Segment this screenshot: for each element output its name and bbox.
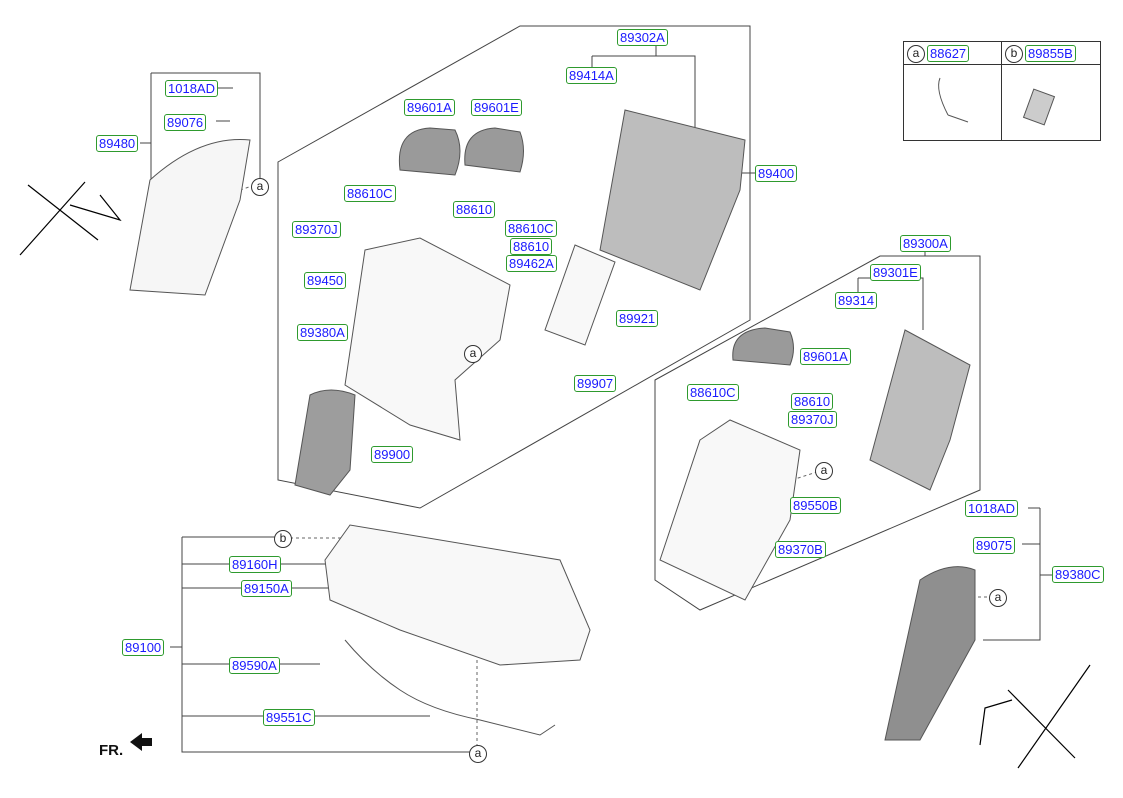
part-label[interactable]: 89921: [616, 310, 659, 327]
legend-key-b: b: [1005, 45, 1023, 63]
part-label[interactable]: 89414A: [566, 67, 617, 84]
right-backrest-group-frame: [654, 255, 981, 611]
callout-a: a: [815, 462, 833, 480]
part-label[interactable]: 89150A: [241, 580, 292, 597]
legend-table: a 88627 b 89855B: [903, 41, 1101, 141]
part-label[interactable]: 89450: [304, 272, 347, 289]
handwritten-mark: [979, 664, 1091, 769]
part-label[interactable]: 88610C: [344, 185, 396, 202]
part-label[interactable]: 89370J: [292, 221, 341, 238]
part-label[interactable]: 89075: [973, 537, 1016, 554]
handwritten-mark: [19, 181, 122, 256]
part-label[interactable]: 88610C: [505, 220, 557, 237]
side-bolster-right: [884, 566, 976, 741]
callout-a: a: [469, 745, 487, 763]
part-label[interactable]: 89302A: [617, 29, 668, 46]
callout-a: a: [989, 589, 1007, 607]
part-label[interactable]: 89300A: [900, 235, 951, 252]
part-label[interactable]: 89100: [122, 639, 165, 656]
divider: [904, 64, 1100, 65]
legend-key-a: a: [907, 45, 925, 63]
part-label[interactable]: 89400: [755, 165, 798, 182]
part-label[interactable]: 89601E: [471, 99, 522, 116]
part-label[interactable]: 89601A: [800, 348, 851, 365]
part-label[interactable]: 88610: [510, 238, 553, 255]
seatback-cover: [344, 237, 511, 441]
divider: [1001, 42, 1002, 140]
part-label[interactable]: 88610C: [687, 384, 739, 401]
callout-a: a: [251, 178, 269, 196]
switch-icon: [1022, 88, 1056, 126]
part-label[interactable]: 1018AD: [165, 80, 218, 97]
seatback-frame: [599, 109, 746, 291]
part-label[interactable]: 89601A: [404, 99, 455, 116]
part-label[interactable]: 89370J: [788, 411, 837, 428]
seat-cushion: [324, 524, 591, 666]
wire-harness: [344, 639, 556, 736]
side-bolster-left: [129, 139, 251, 296]
part-label[interactable]: 89480: [96, 135, 139, 152]
part-label[interactable]: 89462A: [506, 255, 557, 272]
part-label[interactable]: 89380C: [1052, 566, 1104, 583]
headrest: [732, 327, 794, 366]
part-label[interactable]: 89900: [371, 446, 414, 463]
front-direction-label: FR.: [99, 742, 124, 759]
seatback-cover-right: [659, 419, 801, 601]
part-label[interactable]: 88610: [791, 393, 834, 410]
part-label[interactable]: 89160H: [229, 556, 281, 573]
part-label[interactable]: 89907: [574, 375, 617, 392]
callout-a: a: [464, 345, 482, 363]
hook-icon: [938, 77, 969, 123]
backrest-group-frame: [277, 25, 751, 509]
direction-arrow-icon: [130, 733, 152, 751]
part-label[interactable]: 89550B: [790, 497, 841, 514]
part-label[interactable]: 89380A: [297, 324, 348, 341]
part-label[interactable]: 89551C: [263, 709, 315, 726]
callout-b: b: [274, 530, 292, 548]
part-label[interactable]: 89314: [835, 292, 878, 309]
part-label[interactable]: 1018AD: [965, 500, 1018, 517]
part-label[interactable]: 89370B: [775, 541, 826, 558]
armrest: [294, 389, 356, 496]
panel: [544, 244, 616, 346]
part-label[interactable]: 89590A: [229, 657, 280, 674]
part-label[interactable]: 88610: [453, 201, 496, 218]
part-label[interactable]: 89076: [164, 114, 207, 131]
part-label[interactable]: 88627: [927, 45, 970, 62]
seatback-frame-right: [869, 329, 971, 491]
headrest: [464, 127, 524, 173]
part-label[interactable]: 89301E: [870, 264, 921, 281]
part-label[interactable]: 89855B: [1025, 45, 1076, 62]
headrest: [398, 127, 461, 176]
